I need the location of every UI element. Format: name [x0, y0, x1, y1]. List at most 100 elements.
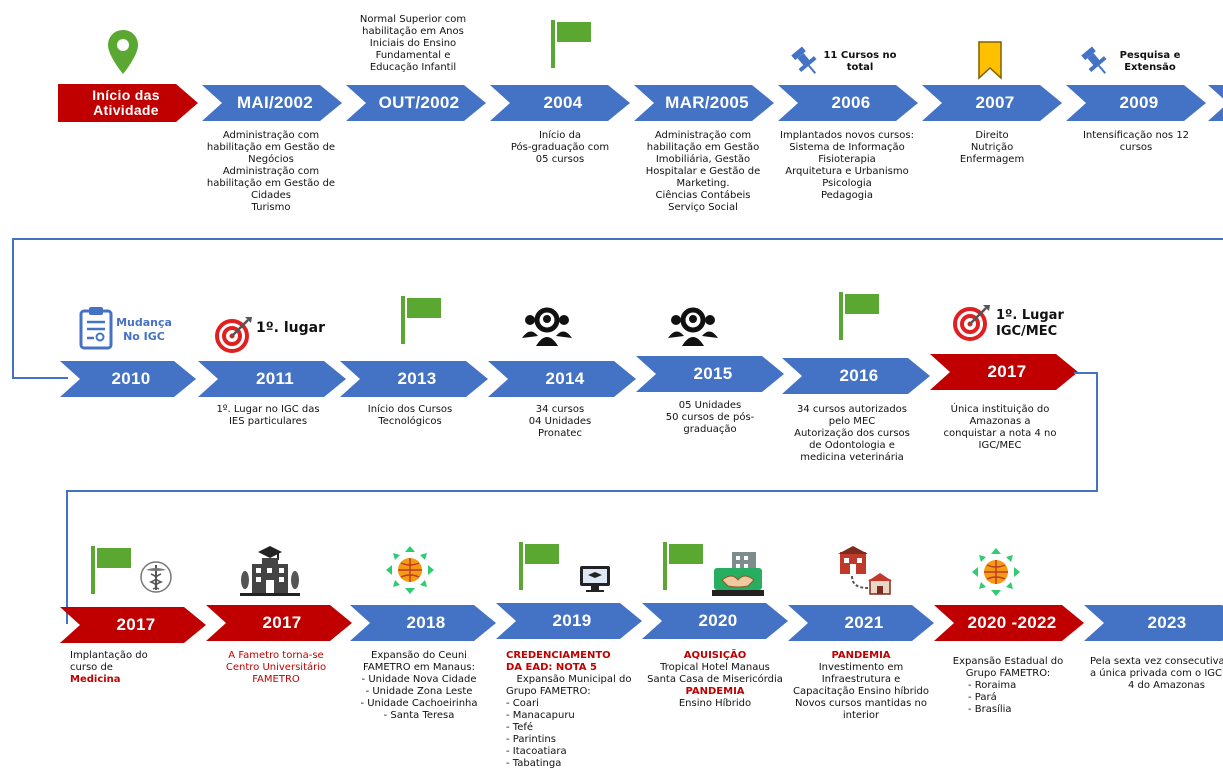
desc-2015: 05 Unidades 50 cursos de pós- graduação — [640, 400, 780, 436]
text-line: 50 cursos de pós- — [665, 412, 755, 423]
text-line: de Odontologia e — [809, 440, 895, 451]
timeline-arrow-2017-centro: 2017 — [206, 605, 352, 641]
timeline-arrow-2004: 2004 — [490, 85, 630, 121]
text-line: 05 cursos — [535, 154, 585, 165]
text-line: Investimento em — [818, 662, 904, 673]
text-line: Implantados novos cursos: — [780, 130, 914, 141]
text-line: Intensificação nos 12 — [1082, 130, 1190, 141]
label-2009-top: Pesquisa e Extensão — [1110, 50, 1190, 74]
timeline-arrow-2010: 2010 — [60, 361, 196, 397]
arrow-label: OUT/2002 — [378, 93, 460, 112]
text-line: Educação Infantil — [369, 62, 457, 73]
acquisition-handshake-icon — [712, 552, 764, 596]
text-line: FAMETRO — [252, 674, 300, 685]
text-line: Nutrição — [970, 142, 1014, 153]
text-line: Amazonas a — [969, 416, 1031, 427]
timeline-arrow-out2002: OUT/2002 — [346, 85, 486, 121]
desc-2016: 34 cursos autorizados pelo MEC Autorizaç… — [782, 404, 922, 464]
desc-2019: CREDENCIAMENTO DA EAD: NOTA 5 Expansão M… — [506, 650, 642, 770]
text-line: 4 do Amazonas — [1128, 680, 1205, 691]
text-line: Tecnológicos — [378, 416, 442, 427]
location-pin-icon — [108, 30, 138, 74]
timeline-start-arrow: Início das Atividade — [58, 84, 198, 122]
timeline-arrow-2017-medicina: 2017 — [60, 607, 206, 643]
text-line: Expansão do Ceuni — [371, 650, 467, 661]
desc-mai2002: Administração com habilitação em Gestão … — [196, 130, 346, 214]
timeline-arrow-2023: 2023 — [1084, 605, 1223, 641]
text-line: total — [846, 62, 874, 73]
text-line: Início dos Cursos — [367, 404, 453, 415]
university-building-icon — [240, 546, 300, 596]
list-item: - Tefé — [506, 722, 534, 733]
flag-icon — [663, 542, 703, 590]
clipboard-certificate-icon — [79, 307, 113, 350]
text-line: Pedagogia — [820, 190, 874, 201]
arrow-label: 2020 — [698, 611, 738, 630]
label-out2002-top: Normal Superior com habilitação em Anos … — [348, 14, 478, 74]
highlight-text: DA EAD: NOTA 5 — [506, 662, 597, 673]
arrow-label: 2021 — [844, 613, 884, 632]
arrow-label: 2009 — [1119, 93, 1159, 112]
desc-2017-centro: A Fametro torna-se Centro Universitário … — [206, 650, 346, 686]
text-line: - Unidade Zona Leste — [365, 686, 473, 697]
arrow-label: 2020 -2022 — [967, 613, 1057, 632]
list-item: - Itacoatiara — [506, 746, 567, 757]
infrastructure-buildings-icon — [838, 546, 892, 595]
text-line: habilitação em Gestão de — [206, 142, 336, 153]
start-label: Início das Atividade — [92, 87, 160, 118]
text-line: 04 Unidades — [528, 416, 592, 427]
text-line: Autorização dos cursos — [794, 428, 910, 439]
arrow-label: 2016 — [839, 366, 879, 385]
text-line: habilitação em Anos — [362, 26, 464, 37]
timeline-arrow-2009: 2009 — [1066, 85, 1206, 121]
timeline-arrow-2020-2022: 2020 -2022 — [934, 605, 1084, 641]
text-line: 11 Cursos no — [823, 50, 897, 61]
text-line: Fundamental e — [375, 50, 451, 61]
text-line: IGC/MEC — [978, 440, 1022, 451]
text-line: Implantação do — [70, 650, 148, 661]
timeline-arrow-2014: 2014 — [488, 361, 636, 397]
desc-2021: PANDEMIA Investimento em Infraestrutura … — [788, 650, 934, 722]
desc-2013: Início dos Cursos Tecnológicos — [340, 404, 480, 428]
text-line: Grupo FAMETRO: — [506, 686, 591, 697]
pushpin-icon — [791, 46, 817, 74]
label-2006-top: 11 Cursos no total — [820, 50, 900, 74]
connector-line — [12, 377, 68, 379]
text-line: Ciências Contábeis — [655, 190, 751, 201]
label-2011-top: 1º. lugar — [256, 321, 336, 335]
desc-2006: Implantados novos cursos: Sistema de Inf… — [772, 130, 922, 202]
text-line: Novos cursos mantidas no — [795, 698, 927, 709]
text-line: Pronatec — [538, 428, 582, 439]
text-line: Imobiliária, Gestão — [655, 154, 751, 165]
arrow-label: 2018 — [406, 613, 446, 632]
text-line: Extensão — [1124, 62, 1176, 73]
highlight-text: AQUISIÇÃO — [683, 650, 747, 661]
globe-expansion-icon — [972, 548, 1020, 596]
timeline-arrow-2019: 2019 — [496, 603, 642, 639]
desc-mar2005: Administração com habilitação em Gestão … — [628, 130, 778, 214]
arrow-label: 2007 — [975, 93, 1015, 112]
arrow-label: 2004 — [543, 93, 583, 112]
caduceus-medical-icon — [140, 561, 172, 593]
globe-expansion-icon — [386, 546, 434, 594]
text-line: Direito — [975, 130, 1009, 141]
timeline-arrow-2016: 2016 — [782, 358, 930, 394]
target-icon — [215, 317, 252, 353]
text-line: Grupo FAMETRO: — [965, 668, 1051, 679]
text-line: Administração com — [654, 130, 752, 141]
text-line: - Unidade Cachoeirinha — [360, 698, 478, 709]
text-line: Centro Universitário — [225, 662, 327, 673]
online-education-icon — [580, 566, 610, 592]
text-line: habilitação em Gestão — [646, 142, 760, 153]
connector-line — [12, 238, 14, 379]
text-line: IGC/MEC — [996, 324, 1058, 339]
arrow-label: 2010 — [111, 369, 151, 388]
timeline-arrow-mai2002: MAI/2002 — [202, 85, 342, 121]
text-line: Administração com — [222, 130, 320, 141]
timeline-arrow-continue — [1208, 85, 1223, 121]
desc-2011: 1º. Lugar no IGC das IES particulares — [198, 404, 338, 428]
timeline-arrow-2013: 2013 — [340, 361, 488, 397]
text-line: Hospitalar e Gestão de — [645, 166, 761, 177]
flag-icon — [519, 542, 559, 590]
highlight-text: CREDENCIAMENTO — [506, 650, 611, 661]
